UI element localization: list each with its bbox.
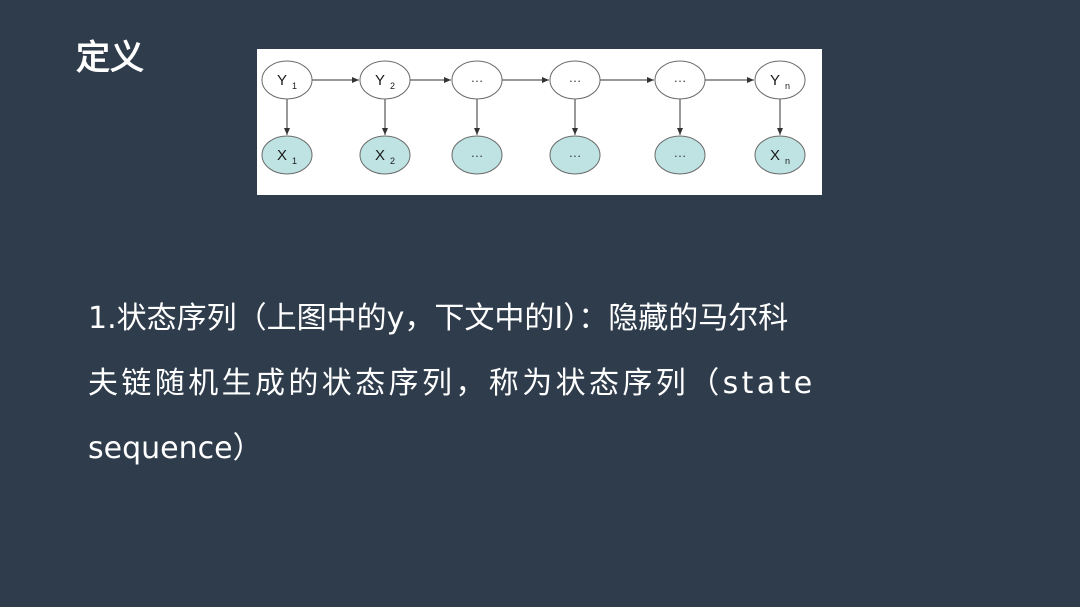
observation-node-label: …	[471, 145, 484, 160]
hidden-state-node: …	[451, 60, 503, 100]
hidden-state-node-label: Y	[375, 72, 385, 89]
hidden-state-node-subscript: n	[785, 81, 790, 91]
hidden-state-node-label: …	[471, 70, 484, 85]
slide-title: 定义	[76, 38, 144, 78]
observation-node-subscript: 2	[390, 156, 395, 166]
observation-node: …	[654, 135, 706, 175]
hidden-state-node: …	[549, 60, 601, 100]
observation-node-label: …	[674, 145, 687, 160]
observation-node-label: X	[277, 147, 287, 164]
body-paragraph: 1.状态序列（上图中的y，下文中的I）：隐藏的马尔科 夫链随机生成的状态序列，称…	[88, 286, 993, 481]
hidden-state-node: …	[654, 60, 706, 100]
observation-node-label: X	[770, 147, 780, 164]
hidden-state-node-subscript: 2	[390, 81, 395, 91]
observation-node-label: …	[569, 145, 582, 160]
body-line-1: 1.状态序列（上图中的y，下文中的I）：隐藏的马尔科	[88, 301, 789, 336]
hidden-state-node-label: Y	[277, 72, 287, 89]
observation-node-subscript: n	[785, 156, 790, 166]
observation-node-subscript: 1	[292, 156, 297, 166]
observation-node: …	[451, 135, 503, 175]
body-line-3: sequence）	[88, 431, 263, 466]
hidden-state-node-label: …	[569, 70, 582, 85]
hidden-state-node-subscript: 1	[292, 81, 297, 91]
observation-node: …	[549, 135, 601, 175]
hidden-state-node-label: …	[674, 70, 687, 85]
body-line-2: 夫链随机生成的状态序列，称为状态序列（state	[88, 366, 816, 401]
observation-node-label: X	[375, 147, 385, 164]
hidden-state-node-label: Y	[770, 72, 780, 89]
